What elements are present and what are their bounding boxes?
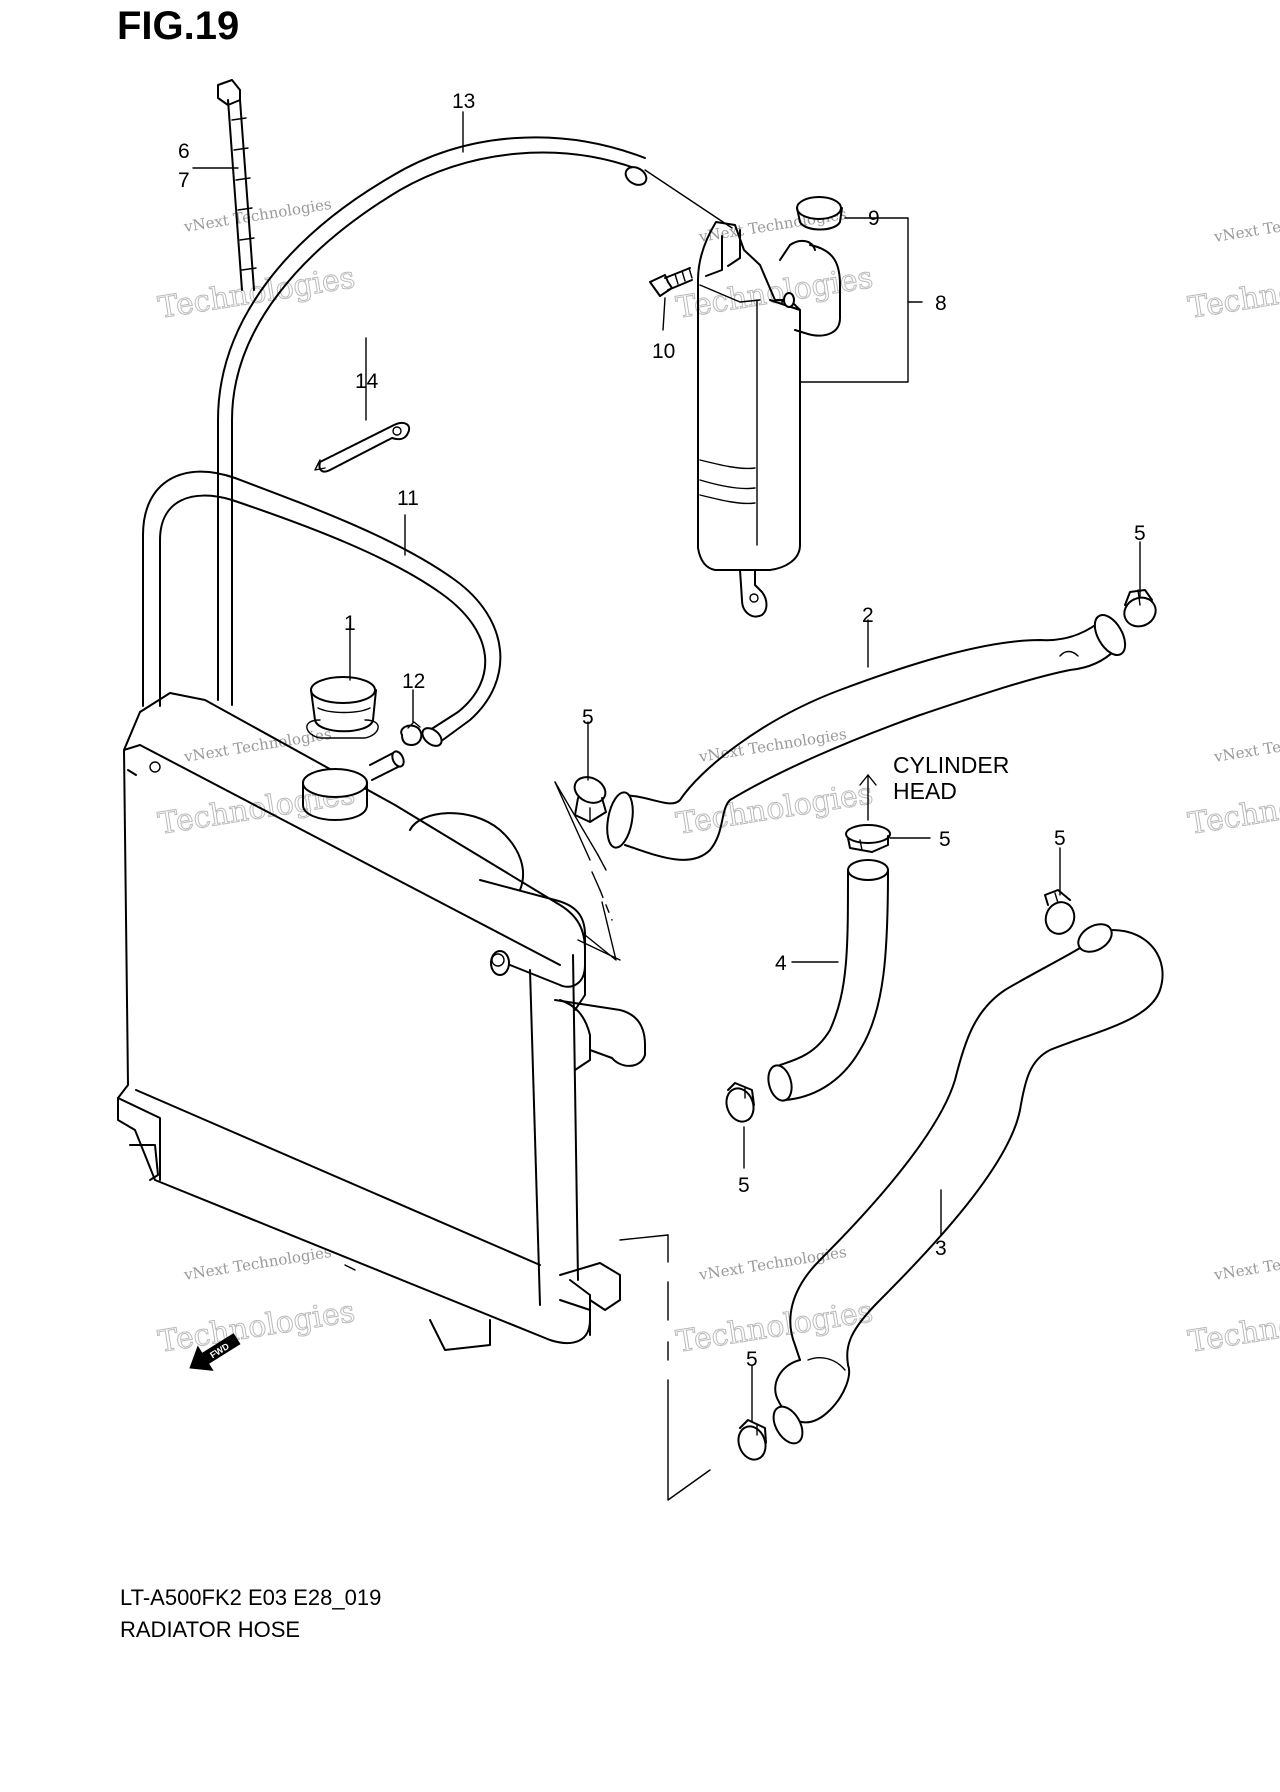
callout-6: 6 — [178, 140, 190, 163]
watermark-text: Technologies — [1186, 1294, 1280, 1360]
cylinder-head-label: CYLINDER HEAD — [893, 752, 1009, 804]
clamp-5-right — [1044, 889, 1076, 935]
watermark-text: Technologies — [1186, 260, 1280, 326]
callout-14: 14 — [355, 370, 379, 393]
hose-2 — [606, 614, 1127, 861]
cable-tie-6-7 — [217, 79, 257, 291]
callout-12: 12 — [402, 670, 425, 693]
breather-hose-11 — [142, 470, 502, 747]
callout-5: 5 — [1134, 522, 1146, 545]
callout-5: 5 — [939, 828, 951, 851]
callout-5: 5 — [738, 1174, 750, 1197]
callout-3: 3 — [935, 1237, 947, 1260]
watermark-text: vNext Technologies — [1212, 1243, 1280, 1284]
watermark-text: Technologies — [674, 1294, 876, 1360]
hose-3 — [772, 923, 1164, 1445]
watermark-text: Technologies — [156, 260, 358, 326]
callout-4: 4 — [775, 952, 787, 975]
clamp-5-bottom — [737, 1419, 767, 1461]
watermark-text: Technologies — [674, 260, 876, 326]
callout-5: 5 — [746, 1348, 758, 1371]
cylinder-head-arrow — [859, 774, 877, 821]
overflow-hose-13 — [217, 136, 733, 706]
callout-8: 8 — [935, 292, 947, 315]
figure-name: RADIATOR HOSE — [120, 1617, 301, 1642]
callout-11: 11 — [397, 487, 419, 510]
bolt-10 — [649, 267, 693, 297]
callout-5: 5 — [1054, 827, 1066, 850]
callout-5: 5 — [582, 706, 594, 729]
hose-clip-14 — [314, 422, 411, 473]
leader-lines — [192, 111, 1141, 1423]
callout-10: 10 — [652, 340, 675, 363]
watermark-text: Technologies — [156, 1294, 358, 1360]
radiator — [117, 676, 646, 1351]
clamp-5-middle — [845, 824, 891, 853]
watermark-text: vNext Technologies — [182, 195, 333, 236]
hose-4 — [767, 859, 889, 1102]
model-code: LT-A500FK2 E03 E28_019 — [120, 1585, 382, 1610]
reservoir-tank-8 — [697, 196, 843, 618]
watermark-text: vNext Technologies — [697, 1243, 848, 1284]
callout-1: 1 — [344, 612, 356, 635]
callout-numbers: 1 2 3 4 5 5 5 5 5 5 6 7 8 9 10 11 12 13 … — [178, 90, 1146, 1371]
watermark-text: vNext Technologies — [182, 1243, 333, 1284]
cylinder-head-label-line2: HEAD — [893, 778, 957, 804]
figure-title: FIG.19 — [117, 4, 240, 48]
watermark-text: vNext Technologies — [182, 725, 333, 766]
clamp-5-upper-left — [573, 776, 607, 823]
watermark-text: vNext Technologies — [1212, 205, 1280, 246]
callout-7: 7 — [178, 169, 190, 192]
clamp-5-upper-right — [1123, 589, 1157, 628]
callout-13: 13 — [452, 90, 475, 113]
clamp-5-lower-left — [725, 1082, 755, 1123]
callout-9: 9 — [868, 207, 880, 230]
cylinder-head-label-line1: CYLINDER — [893, 752, 1010, 778]
callout-2: 2 — [862, 604, 874, 627]
watermark-text: Technologies — [674, 776, 876, 842]
watermark-text: Technologies — [1186, 776, 1280, 842]
reference-lines — [554, 781, 711, 1501]
clamp-12 — [400, 721, 423, 746]
watermark-text: vNext Technologies — [1212, 725, 1280, 766]
